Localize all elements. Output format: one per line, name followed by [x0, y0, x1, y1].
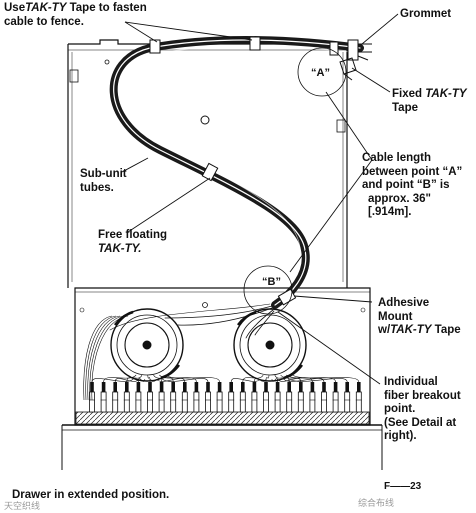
label-fiber-breakout: Individual fiber breakout point. (See De…: [384, 376, 461, 442]
label-drawer-extended: Drawer in extended position.: [12, 489, 170, 501]
main-cable: [109, 36, 364, 339]
fiber-route: [242, 374, 264, 383]
fiber-route: [103, 374, 137, 383]
watermark-left: 天空织线: [4, 502, 41, 512]
connector-adapter: [216, 382, 223, 413]
right-spool: [233, 308, 307, 382]
point-a-label: “A”: [311, 67, 330, 79]
label-grommet: Grommet: [400, 8, 452, 20]
point-b-label: “B”: [262, 276, 281, 288]
left-spool: [110, 308, 184, 382]
connector-adapter: [135, 382, 142, 413]
connector-adapter: [321, 382, 327, 413]
connector-adapter: [205, 382, 211, 413]
label-cable-length: Cable length between point “A” and point…: [362, 152, 463, 218]
connector-adapter: [170, 382, 177, 413]
leader-lines: [121, 13, 399, 385]
fiber-route: [89, 315, 125, 401]
connector-bank: [89, 382, 362, 413]
upper-chassis: [67, 39, 348, 288]
connector-adapter: [239, 382, 246, 413]
label-tak-ty-fence: UseTAK-TY Tape to fasten cable to fence.: [4, 2, 147, 28]
tak-ty-wraps: [149, 36, 339, 306]
connector-adapter: [100, 382, 107, 413]
point-b-marker: [243, 265, 293, 315]
fiber-route: [265, 374, 270, 383]
watermark-right: 综合布线: [358, 499, 395, 509]
connector-adapter: [355, 382, 362, 413]
drawer: [61, 287, 383, 470]
fiber-route: [292, 374, 360, 383]
connector-adapter: [251, 382, 258, 413]
point-a-marker: [297, 47, 347, 97]
connector-adapter: [344, 382, 351, 413]
connector-adapter: [309, 382, 316, 413]
fiber-route: [91, 315, 129, 401]
connector-adapter: [123, 382, 130, 413]
connector-adapter: [112, 382, 119, 413]
connector-tray-base: [75, 411, 370, 425]
fiber-route: [83, 315, 113, 401]
connector-adapter: [263, 382, 269, 413]
fiber-route: [289, 378, 348, 383]
connector-adapter: [228, 382, 235, 413]
connector-adapter: [181, 382, 188, 413]
fiber-route: [162, 378, 209, 383]
label-free-floating: Free floating TAK-TY.: [98, 229, 168, 255]
connector-adapter: [158, 382, 165, 413]
connector-adapter: [297, 382, 304, 413]
fiber-route: [85, 315, 117, 401]
label-sub-unit-tubes: Sub-unit tubes.: [80, 168, 127, 194]
connector-adapter: [147, 382, 153, 413]
fiber-route: [87, 315, 121, 401]
label-fixed-tape: Fixed TAK-TY Tape: [392, 88, 467, 114]
label-adhesive-mount: Adhesive Mount w/TAK-TY Tape: [378, 297, 461, 336]
fiber-route: [164, 374, 220, 383]
fiber-route: [280, 374, 313, 383]
fiber-route: [147, 374, 151, 383]
connector-adapter: [286, 382, 293, 413]
connector-adapter: [193, 382, 200, 413]
connector-adapter: [332, 382, 339, 413]
figure-number: F——23: [384, 481, 422, 492]
fiber-route: [230, 378, 261, 383]
connector-adapter: [274, 382, 281, 413]
